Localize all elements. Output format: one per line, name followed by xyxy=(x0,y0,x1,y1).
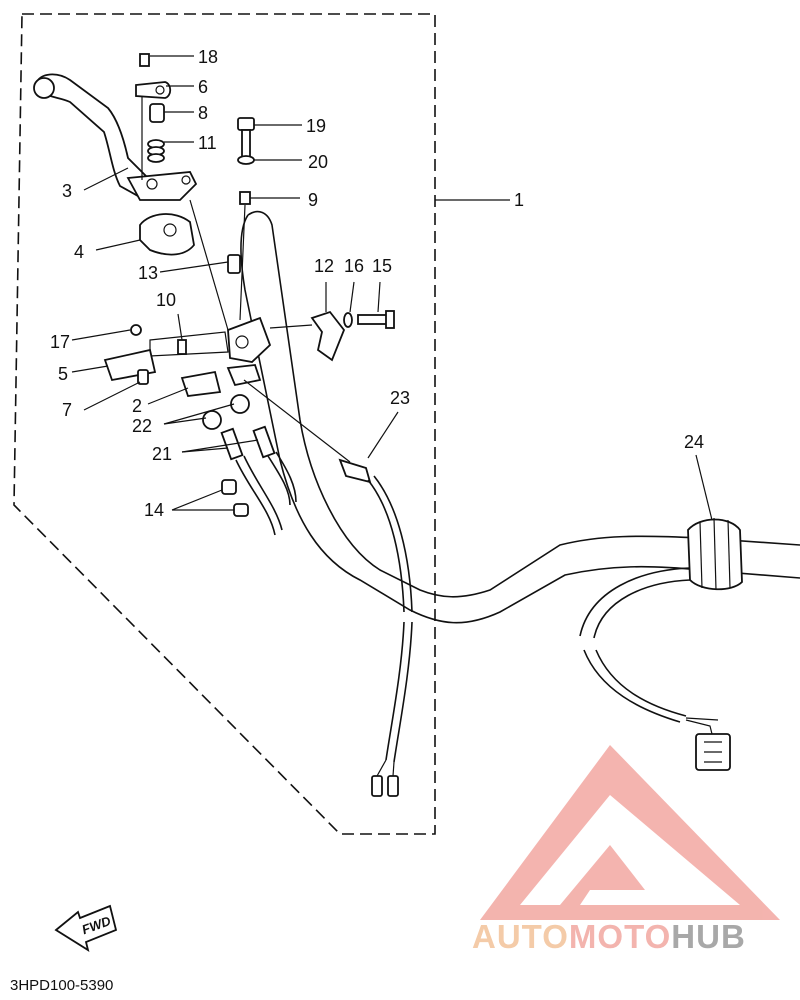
watermark-text: AUTOMOTOHUB xyxy=(472,918,746,955)
collar xyxy=(149,103,165,123)
callout-20: 20 xyxy=(308,152,328,172)
screw-7 xyxy=(137,369,149,385)
callout-9: 9 xyxy=(308,190,318,210)
switch-cover xyxy=(310,310,346,362)
nut-17 xyxy=(130,324,142,336)
screw-13 xyxy=(227,254,241,274)
callout-23: 23 xyxy=(390,388,410,408)
callout-19: 19 xyxy=(306,116,326,136)
callout-1: 1 xyxy=(514,190,524,210)
callout-15: 15 xyxy=(372,256,392,276)
callout-5: 5 xyxy=(58,364,68,384)
diagram-code: 3HPD100-5390 xyxy=(10,977,113,994)
fwd-arrow: FWD xyxy=(54,904,118,952)
callout-13: 13 xyxy=(138,263,158,283)
callout-22: 22 xyxy=(132,416,152,436)
callout-17: 17 xyxy=(50,332,70,352)
assembly-boundary xyxy=(13,13,436,835)
callout-labels: 18 6 8 11 3 4 19 20 9 1 13 12 16 15 10 1… xyxy=(50,47,704,520)
spring xyxy=(147,139,165,163)
callout-18: 18 xyxy=(198,47,218,67)
callout-24: 24 xyxy=(684,432,704,452)
nut-9 xyxy=(239,191,251,205)
nut-14a xyxy=(221,479,237,495)
nut-14b xyxy=(233,503,249,517)
bracket-10 xyxy=(149,331,229,357)
switch-body xyxy=(226,316,272,387)
plate xyxy=(135,81,172,99)
bolt-18 xyxy=(139,53,150,67)
leader-lines xyxy=(71,55,713,521)
washer-20 xyxy=(237,155,255,165)
bolt-19 xyxy=(237,117,255,161)
cable-23 xyxy=(338,458,413,797)
callout-3: 3 xyxy=(62,181,72,201)
grommet-22b xyxy=(230,394,250,414)
handlebar xyxy=(240,210,800,624)
clutch-lever xyxy=(33,73,155,198)
callout-11: 11 xyxy=(198,133,217,153)
callout-21: 21 xyxy=(152,444,172,464)
callout-6: 6 xyxy=(198,77,208,97)
callout-4: 4 xyxy=(74,242,84,262)
callout-2: 2 xyxy=(132,396,142,416)
callout-16: 16 xyxy=(344,256,364,276)
switch-2 xyxy=(180,370,222,397)
lever-bracket xyxy=(126,171,198,201)
lever-holder xyxy=(139,213,195,256)
callout-7: 7 xyxy=(62,400,72,420)
callout-10: 10 xyxy=(156,290,176,310)
callout-8: 8 xyxy=(198,103,208,123)
handlebar-switch-24 xyxy=(579,517,743,771)
screw-15 xyxy=(357,310,395,329)
watermark-logo: AUTOMOTOHUB xyxy=(472,745,780,955)
callout-14: 14 xyxy=(144,500,164,520)
grommet-22a xyxy=(202,410,222,430)
callout-12: 12 xyxy=(314,256,334,276)
washer-16 xyxy=(343,312,353,328)
